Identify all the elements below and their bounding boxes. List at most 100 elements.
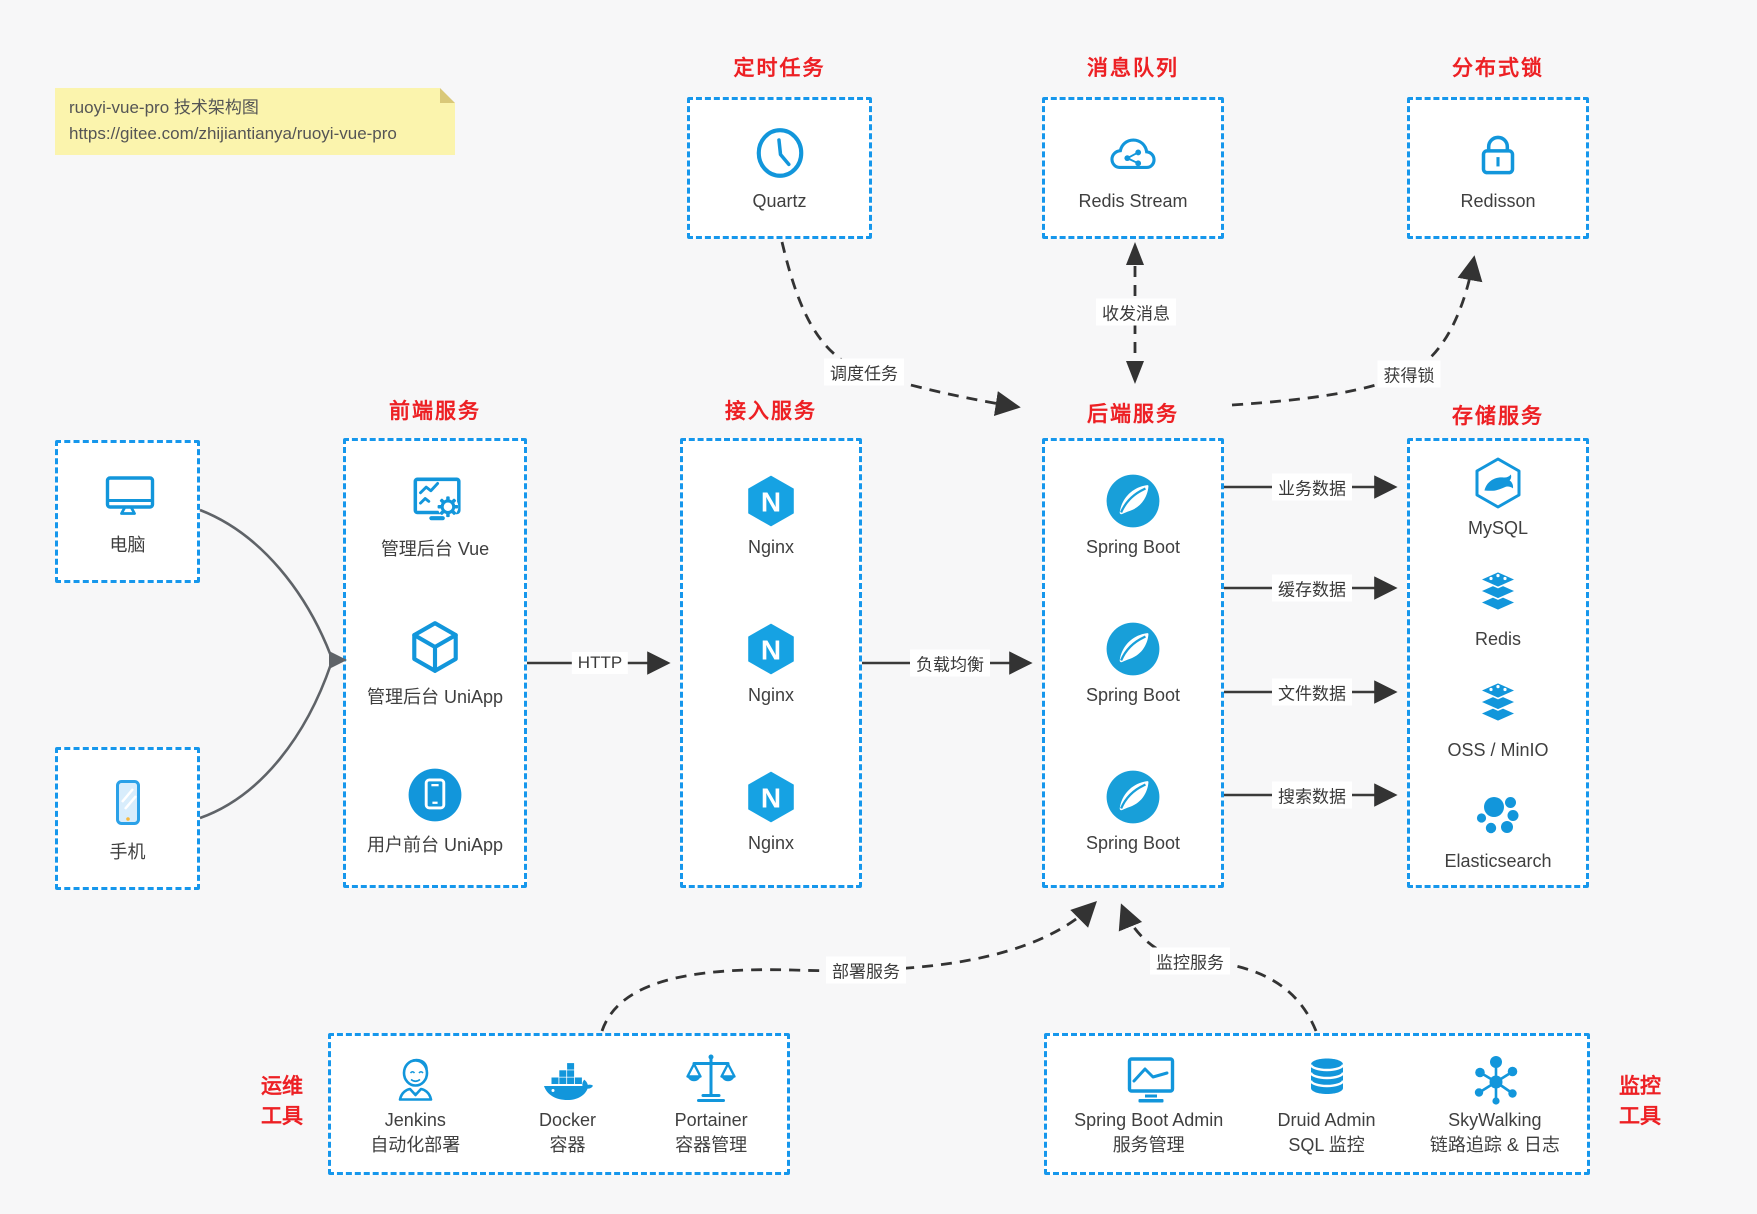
- spring-boot-node: Spring Boot: [1086, 620, 1180, 706]
- desktop-icon: [100, 467, 156, 523]
- layer-stack-icon: [1470, 677, 1526, 733]
- title-backend: 后端服务: [1087, 403, 1179, 426]
- oss-minio-node: OSS / MinIO: [1447, 677, 1549, 761]
- admin-uniapp-label: 管理后台 UniApp: [366, 686, 504, 707]
- frontend-box: 管理后台 Vue 管理后台 UniApp: [343, 438, 527, 888]
- nginx-label: Nginx: [747, 833, 795, 853]
- cloud-share-icon: [1104, 125, 1162, 183]
- docker-desc: 容器: [549, 1135, 586, 1155]
- storage-box: MySQL Redis: [1407, 438, 1589, 888]
- spring-boot-label: Spring Boot: [1085, 833, 1181, 853]
- biz-data-label: 业务数据: [1272, 473, 1352, 501]
- jenkins-icon: [387, 1051, 443, 1107]
- clock-icon: [751, 125, 809, 183]
- admin-vue-label: 管理后台 Vue: [380, 538, 490, 559]
- admin-vue-node: 管理后台 Vue: [381, 470, 489, 561]
- http-label: HTTP: [571, 652, 629, 674]
- monitor-label: 监控服务: [1150, 947, 1230, 975]
- access-box: N Nginx N Nginx N: [680, 438, 862, 888]
- user-uniapp-label: 用户前台 UniApp: [366, 834, 504, 855]
- elasticsearch-icon: [1470, 788, 1526, 844]
- title-monitoring-tools: 监控 工具: [1619, 1075, 1661, 1129]
- spring-boot-node: Spring Boot: [1086, 472, 1180, 558]
- portainer-name: Portainer: [674, 1109, 748, 1130]
- title-distributed-lock: 分布式锁: [1452, 57, 1544, 80]
- quartz-box: Quartz: [687, 97, 872, 239]
- cube-icon: [406, 618, 464, 676]
- quartz-label: Quartz: [752, 190, 807, 211]
- admin-uniapp-node: 管理后台 UniApp: [367, 618, 503, 709]
- note-title: ruoyi-vue-pro 技术架构图: [69, 98, 259, 117]
- redis-stream-label: Redis Stream: [1078, 190, 1188, 211]
- mobile-label: 手机: [109, 841, 146, 862]
- note-fold: [440, 88, 455, 103]
- spring-boot-label: Spring Boot: [1085, 685, 1181, 705]
- nginx-icon: N: [742, 620, 800, 678]
- skywalking-name: SkyWalking: [1448, 1109, 1542, 1130]
- elasticsearch-label: Elasticsearch: [1444, 850, 1552, 871]
- title-frontend: 前端服务: [389, 400, 481, 423]
- jenkins-node: Jenkins 自动化部署: [370, 1051, 460, 1158]
- spring-icon: [1104, 472, 1162, 530]
- title-message-queue: 消息队列: [1087, 57, 1179, 80]
- admin-dashboard-icon: [406, 470, 464, 528]
- note-url: https://gitee.com/zhijiantianya/ruoyi-vu…: [69, 124, 397, 144]
- mysql-node: MySQL: [1468, 455, 1528, 539]
- portainer-desc: 容器管理: [675, 1135, 748, 1155]
- layer-stack-icon: [1470, 566, 1526, 622]
- title-ops-tools: 运维 工具: [261, 1075, 303, 1129]
- user-uniapp-node: 用户前台 UniApp: [367, 766, 503, 857]
- nginx-icon: N: [742, 768, 800, 826]
- svg-text:N: N: [761, 634, 781, 665]
- backend-box: Spring Boot Spring Boot: [1042, 438, 1224, 888]
- nginx-node: N Nginx: [742, 472, 800, 558]
- skywalking-desc: 链路追踪 & 日志: [1429, 1135, 1560, 1155]
- docker-node: Docker 容器: [539, 1051, 596, 1158]
- ops-tools-box: Jenkins 自动化部署: [328, 1033, 790, 1175]
- druid-admin-desc: SQL 监控: [1288, 1135, 1365, 1155]
- spring-boot-node: Spring Boot: [1086, 768, 1180, 854]
- cache-data-label: 缓存数据: [1272, 574, 1352, 602]
- mobile-client-box: 手机: [55, 747, 200, 890]
- redis-label: Redis: [1474, 628, 1522, 649]
- spring-icon: [1104, 768, 1162, 826]
- title-storage: 存储服务: [1452, 405, 1544, 428]
- scales-icon: [683, 1051, 739, 1107]
- lock-icon: [1469, 125, 1527, 183]
- mysql-icon: [1470, 455, 1526, 511]
- mobile-icon: [100, 774, 156, 830]
- nginx-label: Nginx: [747, 685, 795, 705]
- message-label: 收发消息: [1096, 298, 1176, 326]
- redis-stream-box: Redis Stream: [1042, 97, 1224, 239]
- pc-client-box: 电脑: [55, 440, 200, 583]
- title-access: 接入服务: [725, 400, 817, 423]
- database-icon: [1299, 1051, 1355, 1107]
- nginx-node: N Nginx: [742, 768, 800, 854]
- redisson-label: Redisson: [1460, 190, 1536, 211]
- redisson-box: Redisson: [1407, 97, 1589, 239]
- jenkins-desc: 自动化部署: [370, 1135, 461, 1155]
- file-data-label: 文件数据: [1272, 678, 1352, 706]
- monitor-chart-icon: [1121, 1051, 1177, 1107]
- sticky-note: ruoyi-vue-pro 技术架构图 https://gitee.com/zh…: [55, 88, 455, 155]
- portainer-node: Portainer 容器管理: [675, 1051, 748, 1158]
- druid-admin-name: Druid Admin: [1277, 1109, 1376, 1130]
- spring-boot-admin-node: Spring Boot Admin 服务管理: [1074, 1051, 1223, 1158]
- spring-boot-admin-name: Spring Boot Admin: [1074, 1109, 1224, 1130]
- nginx-icon: N: [742, 472, 800, 530]
- spring-boot-admin-desc: 服务管理: [1112, 1135, 1185, 1155]
- skywalking-node: SkyWalking 链路追踪 & 日志: [1430, 1051, 1560, 1158]
- mobile-app-icon: [406, 766, 464, 824]
- docker-name: Docker: [538, 1109, 596, 1130]
- docker-icon: [539, 1051, 595, 1107]
- title-scheduled-tasks: 定时任务: [733, 57, 826, 80]
- nginx-label: Nginx: [747, 537, 795, 557]
- spring-icon: [1104, 620, 1162, 678]
- redis-node: Redis: [1470, 566, 1526, 650]
- deploy-label: 部署服务: [826, 956, 906, 984]
- nginx-node: N Nginx: [742, 620, 800, 706]
- druid-admin-node: Druid Admin SQL 监控: [1278, 1051, 1376, 1158]
- svg-text:N: N: [761, 486, 781, 517]
- jenkins-name: Jenkins: [384, 1109, 446, 1130]
